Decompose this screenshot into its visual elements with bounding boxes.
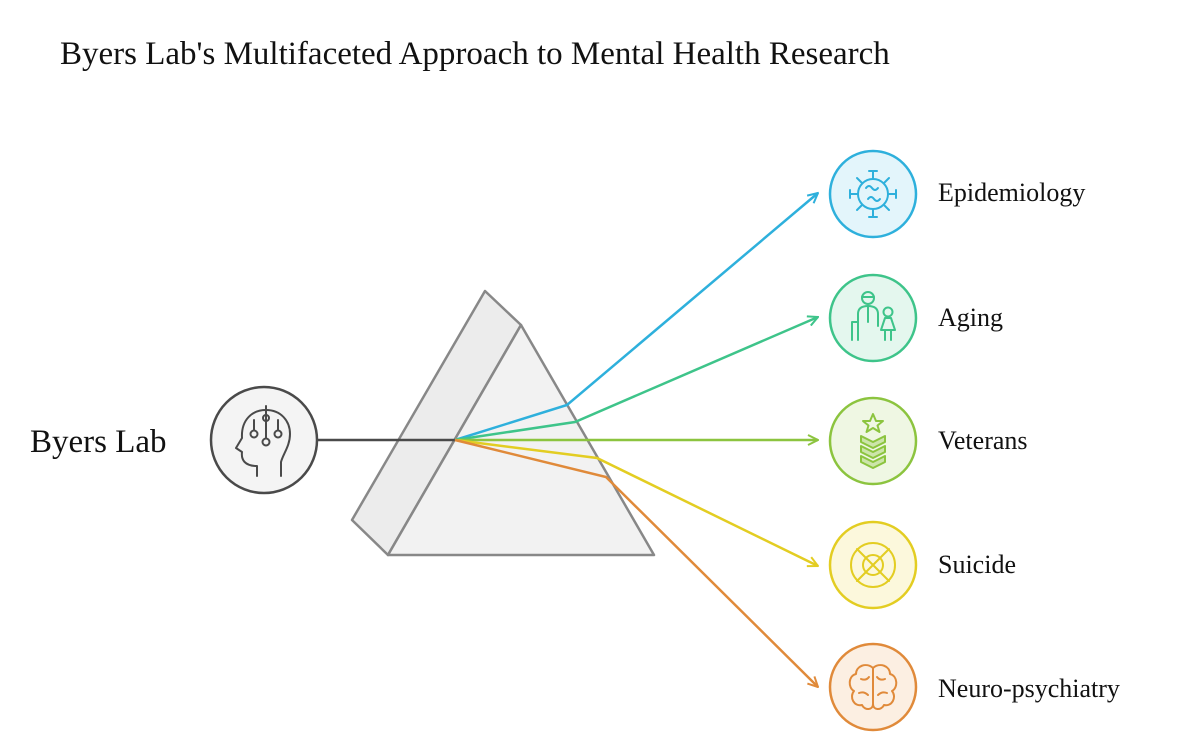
node-suicide (828, 520, 918, 610)
target-prohibited-icon (850, 542, 896, 588)
branch-label-aging: Aging (938, 303, 1003, 332)
branch-label-veterans: Veterans (938, 426, 1028, 455)
head-circuit-icon (235, 405, 291, 477)
military-rank-icon (860, 413, 886, 469)
node-veterans (828, 396, 918, 486)
prism (350, 289, 656, 557)
beam-epidemiology (454, 193, 818, 442)
source-node (209, 385, 319, 495)
beam-neuro-psychiatry (454, 438, 818, 687)
node-aging (828, 273, 918, 363)
virus-icon (849, 170, 897, 218)
node-epidemiology (828, 149, 918, 239)
brain-icon (848, 664, 898, 710)
beam-aging (454, 317, 818, 442)
beam-suicide (454, 438, 818, 568)
branch-label-neuro-psychiatry: Neuro-psychiatry (938, 674, 1120, 703)
elderly-child-icon (851, 291, 896, 341)
node-neuro-psychiatry (828, 642, 918, 732)
diagram-title: Byers Lab's Multifaceted Approach to Men… (60, 36, 890, 72)
branch-label-epidemiology: Epidemiology (938, 178, 1086, 207)
source-label: Byers Lab (30, 424, 167, 460)
branch-label-suicide: Suicide (938, 550, 1016, 579)
